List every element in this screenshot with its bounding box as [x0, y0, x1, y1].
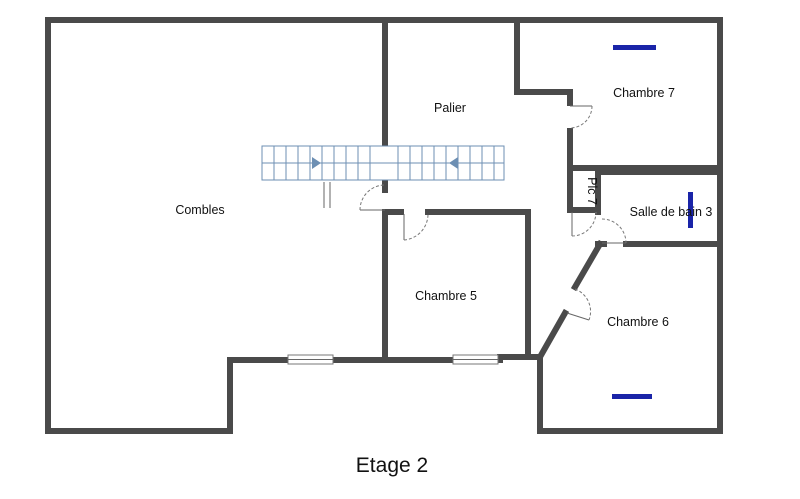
wall-chambre5-top	[425, 209, 531, 360]
outer-wall	[45, 17, 723, 434]
radiator-salle-de-bain	[688, 192, 693, 228]
stair-arrow-left-icon	[449, 157, 458, 169]
floor-title: Etage 2	[356, 454, 428, 477]
room-label-placard7: Plc 7	[585, 177, 599, 205]
door-salle-de-bain	[601, 218, 627, 244]
radiator-chambre7	[613, 45, 656, 50]
door-combles	[359, 184, 386, 211]
stair-arrow-right-icon	[312, 157, 321, 169]
staircase	[261, 145, 505, 208]
room-label-chambre5: Chambre 5	[415, 289, 477, 303]
door-chambre7	[569, 105, 593, 129]
room-label-combles: Combles	[175, 203, 224, 217]
room-label-chambre6: Chambre 6	[607, 315, 669, 329]
door-placard7	[571, 211, 597, 237]
room-label-chambre7: Chambre 7	[613, 86, 675, 100]
wall-chambre7	[514, 17, 573, 106]
door-chambre6	[566, 288, 592, 321]
room-label-palier: Palier	[434, 101, 466, 115]
door-chambre5	[403, 213, 429, 241]
wall-chambre6-diagonal	[570, 239, 605, 292]
room-label-salle-de-bain3: Salle de bain 3	[630, 205, 713, 219]
radiator-chambre6	[612, 394, 652, 399]
wall-chambre6-diagonal-lower	[535, 308, 570, 362]
